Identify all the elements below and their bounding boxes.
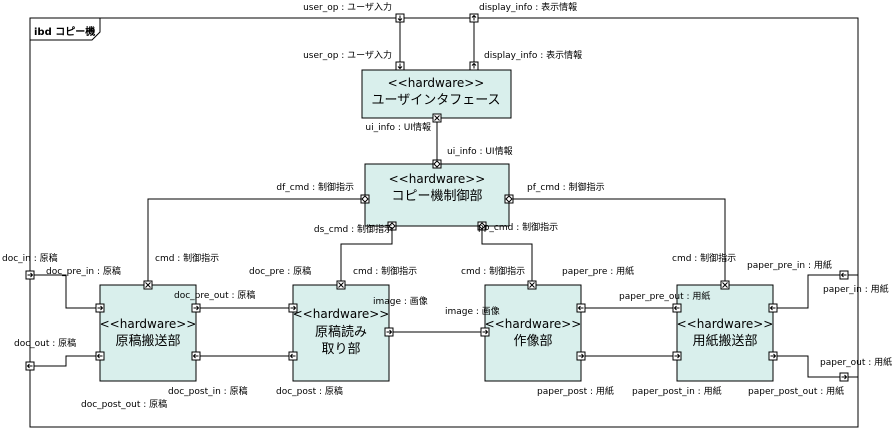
port-pt-paper-post-out [768, 351, 778, 361]
port-dr-cmd [336, 280, 346, 290]
doc-transport-stereotype: <<hardware>> [100, 317, 197, 331]
paper-transport-name: 用紙搬送部 [692, 334, 757, 349]
paper-transport-stereotype: <<hardware>> [677, 317, 774, 331]
control-block-name: コピー機制御部 [391, 189, 482, 204]
label-im-image: image : 画像 [445, 305, 500, 317]
diagram-frame [29, 17, 859, 428]
port-dt-cmd [143, 280, 153, 290]
label-dr-cmd: cmd : 制御指示 [353, 265, 417, 277]
label-ctrl-ds-cmd: ds_cmd : 制御指示 [314, 223, 393, 235]
port-ctrl-pp-cmd [477, 221, 487, 231]
port-im-cmd [527, 280, 537, 290]
port-ctrl-ds-cmd [387, 221, 397, 231]
label-ctrl-df-cmd: df_cmd : 制御指示 [276, 181, 354, 193]
doc-reader-stereotype: <<hardware>> [293, 307, 390, 321]
port-frame-user-op [395, 13, 405, 23]
label-frame-user-op: user_op : ユーザ入力 [303, 1, 392, 13]
port-dt-doc-pre-out [191, 303, 201, 313]
label-dt-doc-pre-in: doc_pre_in : 原稿 [46, 265, 121, 277]
doc-transport-name: 原稿搬送部 [115, 333, 180, 349]
port-frame-paper-out [839, 372, 849, 382]
port-frame-paper-in [839, 270, 849, 280]
port-pt-paper-post-in [672, 351, 682, 361]
connector-doc-out [30, 355, 100, 367]
port-frame-doc-in [25, 270, 35, 280]
control-block-stereotype: <<hardware>> [389, 172, 486, 186]
label-dr-doc-post: doc_post : 原稿 [276, 385, 343, 397]
label-pt-paper-pre-out: paper_pre_out : 用紙 [619, 290, 710, 302]
imaging-name: 作像部 [513, 334, 552, 349]
label-frame-paper-in: paper_in : 用紙 [823, 283, 889, 295]
port-pt-paper-pre-in [768, 303, 778, 313]
label-pt-paper-post-in: paper_post_in : 用紙 [632, 385, 722, 397]
connector-pf-cmd [509, 198, 726, 285]
doc-reader-name-line2: 取り部 [321, 342, 360, 357]
imaging-stereotype: <<hardware>> [485, 317, 582, 331]
port-dr-doc-pre [288, 303, 298, 313]
label-im-paper-post: paper_post : 用紙 [537, 385, 614, 397]
port-dt-doc-post-in [191, 351, 201, 361]
paper-transport-block[interactable] [676, 284, 774, 382]
doc-reader-name-line1: 原稿読み [315, 324, 367, 340]
label-frame-display-info: display_info : 表示情報 [479, 1, 577, 13]
label-dr-doc-pre: doc_pre : 原稿 [249, 265, 311, 277]
port-im-image [480, 327, 490, 337]
label-ui-user-op: user_op : ユーザ入力 [303, 49, 392, 61]
label-dt-doc-post-out: doc_post_out : 原稿 [81, 398, 167, 410]
port-ui-user-op [395, 61, 405, 71]
frame-title: ibd コピー機 [34, 25, 95, 38]
imaging-block[interactable] [484, 284, 582, 382]
label-pt-cmd: cmd : 制御指示 [672, 252, 736, 264]
connector-pp-cmd [481, 226, 533, 285]
port-im-paper-pre [576, 303, 586, 313]
port-frame-display-info [469, 13, 479, 23]
port-dr-image [384, 327, 394, 337]
label-dt-doc-pre-out: doc_pre_out : 原稿 [174, 289, 255, 301]
label-ui-display-info: display_info : 表示情報 [484, 49, 582, 61]
port-ui-display-info [469, 61, 479, 71]
frame-title-tab [29, 18, 101, 41]
connector-df-cmd [147, 198, 365, 285]
label-pt-paper-pre-in: paper_pre_in : 用紙 [747, 259, 832, 271]
label-im-paper-pre: paper_pre : 用紙 [562, 265, 634, 277]
label-dt-cmd: cmd : 制御指示 [155, 252, 219, 264]
label-dt-doc-post-in: doc_post_in : 原稿 [168, 385, 248, 397]
label-im-cmd: cmd : 制御指示 [461, 265, 525, 277]
label-frame-paper-out: paper_out : 用紙 [820, 356, 892, 368]
label-ctrl-ui-info: ui_info : UI情報 [447, 145, 513, 157]
port-frame-doc-out [25, 361, 35, 371]
connector-ds-cmd [340, 226, 393, 285]
port-ui-ui-info [432, 113, 442, 123]
ui-block-stereotype: <<hardware>> [388, 76, 485, 90]
port-ctrl-ui-info [432, 159, 442, 169]
label-dr-image: image : 画像 [373, 295, 428, 307]
label-pt-paper-post-out: paper_post_out : 用紙 [748, 385, 844, 397]
ui-block-name: ユーザインタフェース [371, 93, 500, 108]
port-im-paper-post [576, 351, 586, 361]
port-dt-doc-post-out [95, 351, 105, 361]
port-dr-doc-post [288, 351, 298, 361]
label-ctrl-pp-cmd: pp_cmd : 制御指示 [478, 221, 558, 233]
port-pt-cmd [720, 280, 730, 290]
connector-paper-out [773, 355, 858, 378]
port-dt-doc-pre-in [95, 303, 105, 313]
label-frame-doc-out: doc_out : 原稿 [14, 337, 76, 349]
doc-reader-block[interactable] [292, 284, 390, 382]
label-ui-ui-info: ui_info : UI情報 [365, 121, 431, 133]
port-pt-paper-pre-out [672, 303, 682, 313]
port-ctrl-df-cmd [360, 194, 370, 204]
label-frame-doc-in: doc_in : 原稿 [2, 252, 58, 264]
ui-block[interactable] [361, 69, 512, 119]
connector-doc-in [30, 274, 100, 309]
connector-paper-in [773, 274, 858, 309]
port-ctrl-pf-cmd [504, 194, 514, 204]
label-ctrl-pf-cmd: pf_cmd : 制御指示 [527, 181, 605, 193]
